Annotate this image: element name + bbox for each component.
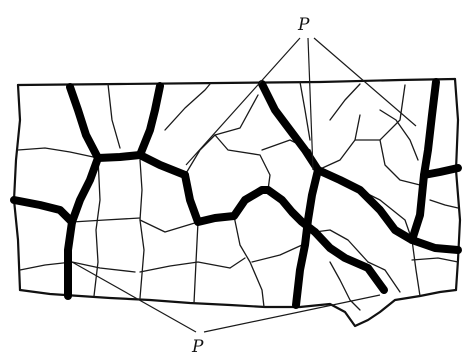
pointer-top-left xyxy=(186,38,300,165)
grain-line xyxy=(230,258,245,268)
grain-line xyxy=(330,84,360,120)
pointer-bottom-right xyxy=(204,295,380,332)
grain-line xyxy=(430,200,458,208)
grain-line xyxy=(72,218,140,222)
specimen-right-edge xyxy=(455,79,460,290)
thick-boundary xyxy=(68,222,72,296)
grain-line xyxy=(412,240,420,296)
thick-boundary xyxy=(185,175,315,232)
thick-boundary xyxy=(14,200,72,222)
grain-line xyxy=(234,216,264,307)
thick-boundary xyxy=(424,168,458,175)
thick-boundary xyxy=(140,86,160,155)
thick-boundary xyxy=(98,155,185,175)
grain-line xyxy=(215,135,270,190)
grain-line xyxy=(165,84,210,130)
grain-line xyxy=(140,160,144,298)
thick-boundary xyxy=(262,84,318,170)
thick-boundary xyxy=(72,158,98,222)
thick-boundary xyxy=(412,82,436,240)
thick-boundary xyxy=(318,170,412,240)
grain-line xyxy=(20,262,135,272)
thick-boundary xyxy=(70,87,98,158)
label-p-bottom: P xyxy=(191,337,204,357)
grain-line xyxy=(318,115,360,170)
grain-line xyxy=(380,140,420,185)
grain-line xyxy=(140,220,198,232)
grain-line xyxy=(355,85,405,140)
specimen-left-edge xyxy=(14,85,20,290)
grain-line xyxy=(108,84,120,148)
specimen-bottom-edge xyxy=(20,290,456,326)
grain-line xyxy=(252,245,302,262)
grain-line xyxy=(412,258,458,262)
grain-line xyxy=(140,262,230,272)
specimen-top-edge xyxy=(18,79,455,85)
label-p-top: P xyxy=(297,15,310,35)
grain-line xyxy=(300,82,310,140)
precipitate-network xyxy=(14,82,458,305)
grain-line xyxy=(18,148,98,158)
grain-line xyxy=(185,95,258,175)
thick-boundary xyxy=(412,240,458,250)
